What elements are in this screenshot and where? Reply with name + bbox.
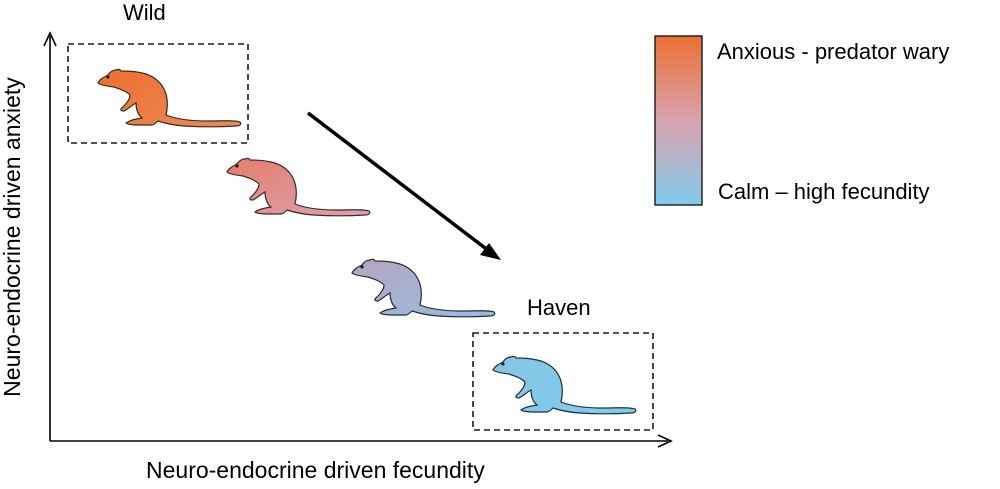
legend-low-label: Calm – high fecundity [718, 179, 930, 204]
axes [43, 31, 673, 448]
arrow-down-right-icon [306, 111, 501, 260]
x-axis-label: Neuro-endocrine driven fecundity [146, 457, 485, 483]
rodent-icon [492, 355, 637, 415]
legend-gradient-bar [654, 35, 703, 206]
x-axis-arrowhead-icon [657, 434, 673, 448]
rodent-icon [351, 258, 496, 318]
y-axis-arrowhead-icon [43, 31, 57, 47]
legend-high-label: Anxious - predator wary [717, 39, 950, 64]
rodent-icon [97, 68, 242, 128]
haven-box [472, 332, 654, 431]
y-axis-label: Neuro-endocrine driven anxiety [0, 77, 25, 397]
haven-group-label: Haven [527, 295, 591, 320]
wild-group-label: Wild [123, 0, 166, 25]
wild-box [67, 43, 249, 144]
rodent-icon [226, 157, 371, 217]
